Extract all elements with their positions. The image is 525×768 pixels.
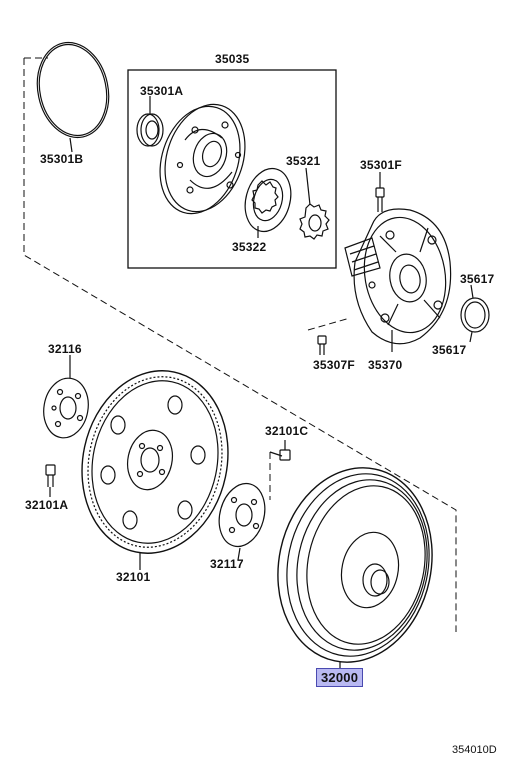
bolt-35307f (317, 335, 327, 355)
label-35301b[interactable]: 35301B (40, 152, 84, 166)
bolt-35301f (375, 172, 385, 212)
label-35321[interactable]: 35321 (286, 154, 321, 168)
bolt-32101a (45, 464, 56, 497)
label-32116[interactable]: 32116 (48, 342, 82, 356)
oil-seal-35301a (136, 96, 164, 147)
label-35301a[interactable]: 35301A (140, 84, 184, 98)
drive-gear-35321 (299, 167, 330, 240)
label-32101c[interactable]: 32101C (265, 424, 309, 438)
torque-converter-32000 (277, 467, 433, 668)
dashed-boundary (23, 57, 457, 632)
label-32101[interactable]: 32101 (116, 570, 151, 584)
label-35307f[interactable]: 35307F (313, 358, 355, 372)
bolt-32101c (269, 440, 291, 461)
label-32000-highlighted[interactable]: 32000 (316, 668, 364, 687)
o-ring-35301b (36, 41, 110, 153)
label-35617-bottom[interactable]: 35617 (432, 343, 467, 357)
label-35617-top[interactable]: 35617 (460, 272, 495, 286)
label-35301f[interactable]: 35301F (360, 158, 402, 172)
stator-shaft-35370 (344, 208, 452, 352)
label-35035[interactable]: 35035 (215, 52, 250, 66)
snap-ring-35617 (460, 284, 490, 343)
driven-gear-35322 (244, 167, 292, 238)
label-32117[interactable]: 32117 (210, 557, 244, 571)
label-35322[interactable]: 35322 (232, 240, 267, 254)
pump-body (159, 103, 246, 215)
label-35370[interactable]: 35370 (368, 358, 403, 372)
flywheel-32101 (81, 370, 229, 570)
drive-plate-32116 (43, 355, 89, 439)
group-box-35035 (127, 69, 337, 269)
label-32101a[interactable]: 32101A (25, 498, 69, 512)
spacer-32117 (218, 482, 266, 561)
diagram-code: 354010D (452, 744, 497, 756)
